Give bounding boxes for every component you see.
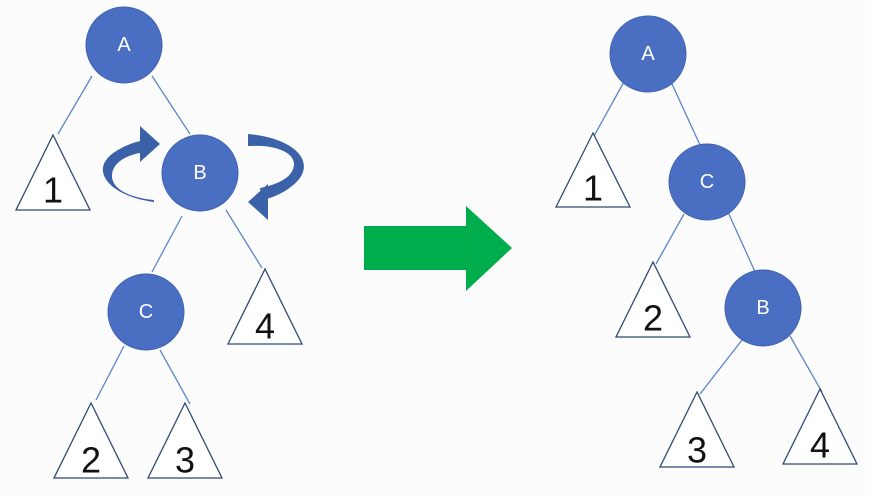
edge-a-b [151,75,191,135]
subtree-1-after-label: 1 [583,168,603,209]
tree-before: 1 4 2 3 [14,6,304,481]
edge-b-t3-after [699,339,743,395]
subtree-3-after: 3 [658,390,736,471]
subtree-2-label: 2 [81,440,101,481]
node-c: C [107,273,185,351]
edge-a-t1-after [593,79,626,137]
subtree-3: 3 [146,401,224,481]
transform-arrow [364,206,512,291]
subtree-2-after-shape [614,260,692,338]
edge-a-c-after [671,83,701,146]
edge-c-b-after [727,211,757,275]
node-a: A [85,6,163,84]
edge-c-t2-after [655,213,685,265]
subtree-4-after: 4 [781,387,859,466]
node-a-after-circle [609,15,687,93]
node-c-after-label: C [700,171,714,193]
subtree-3-after-shape [658,390,736,468]
node-c-circle [107,273,185,351]
node-a-after-label: A [641,43,655,65]
tree-after: 1 2 3 4 A C [554,15,859,471]
node-b-after-circle [724,269,802,347]
subtree-4-shape [226,267,304,345]
rotation-arrow-right-body [248,134,304,200]
rotation-arrow-left-body [102,140,154,202]
subtree-4-label: 4 [255,306,275,347]
node-b-after-label: B [756,297,769,319]
subtree-2-after: 2 [614,260,692,339]
edge-b-t4-after [789,335,823,393]
edge-b-c [151,215,183,273]
subtree-2-shape [52,401,130,479]
subtree-3-shape [146,401,224,479]
node-a-circle [85,6,163,84]
node-c-after: C [668,143,746,221]
node-b-circle [161,134,239,212]
subtree-2-after-label: 2 [643,298,663,339]
subtree-1-shape [14,133,92,211]
subtree-1-after-shape [554,131,632,208]
edge-c-t3 [159,349,191,405]
curved-arrow-icon [248,134,304,220]
node-a-label: A [117,34,131,56]
subtree-4-after-shape [781,387,859,465]
edge-b-t4 [225,209,263,269]
edge-a-t1 [57,75,93,135]
subtree-1-label: 1 [43,170,63,211]
subtree-1-after: 1 [554,131,632,209]
node-c-after-circle [668,143,746,221]
subtree-4: 4 [226,267,304,347]
subtree-3-after-label: 3 [687,430,707,471]
node-b-after: B [724,269,802,347]
node-c-label: C [139,301,153,323]
rotation-arrow-right-head [248,184,268,220]
curved-arrow-icon [102,126,160,202]
subtree-4-after-label: 4 [810,425,830,466]
edge-c-t2 [95,345,125,401]
subtree-3-label: 3 [175,440,195,481]
node-b: B [161,134,239,212]
node-b-label: B [193,162,206,184]
rotation-arrow-left-head [140,126,160,162]
right-arrow-icon [364,206,512,291]
subtree-1: 1 [14,133,92,211]
subtree-2: 2 [52,401,130,481]
node-a-after: A [609,15,687,93]
